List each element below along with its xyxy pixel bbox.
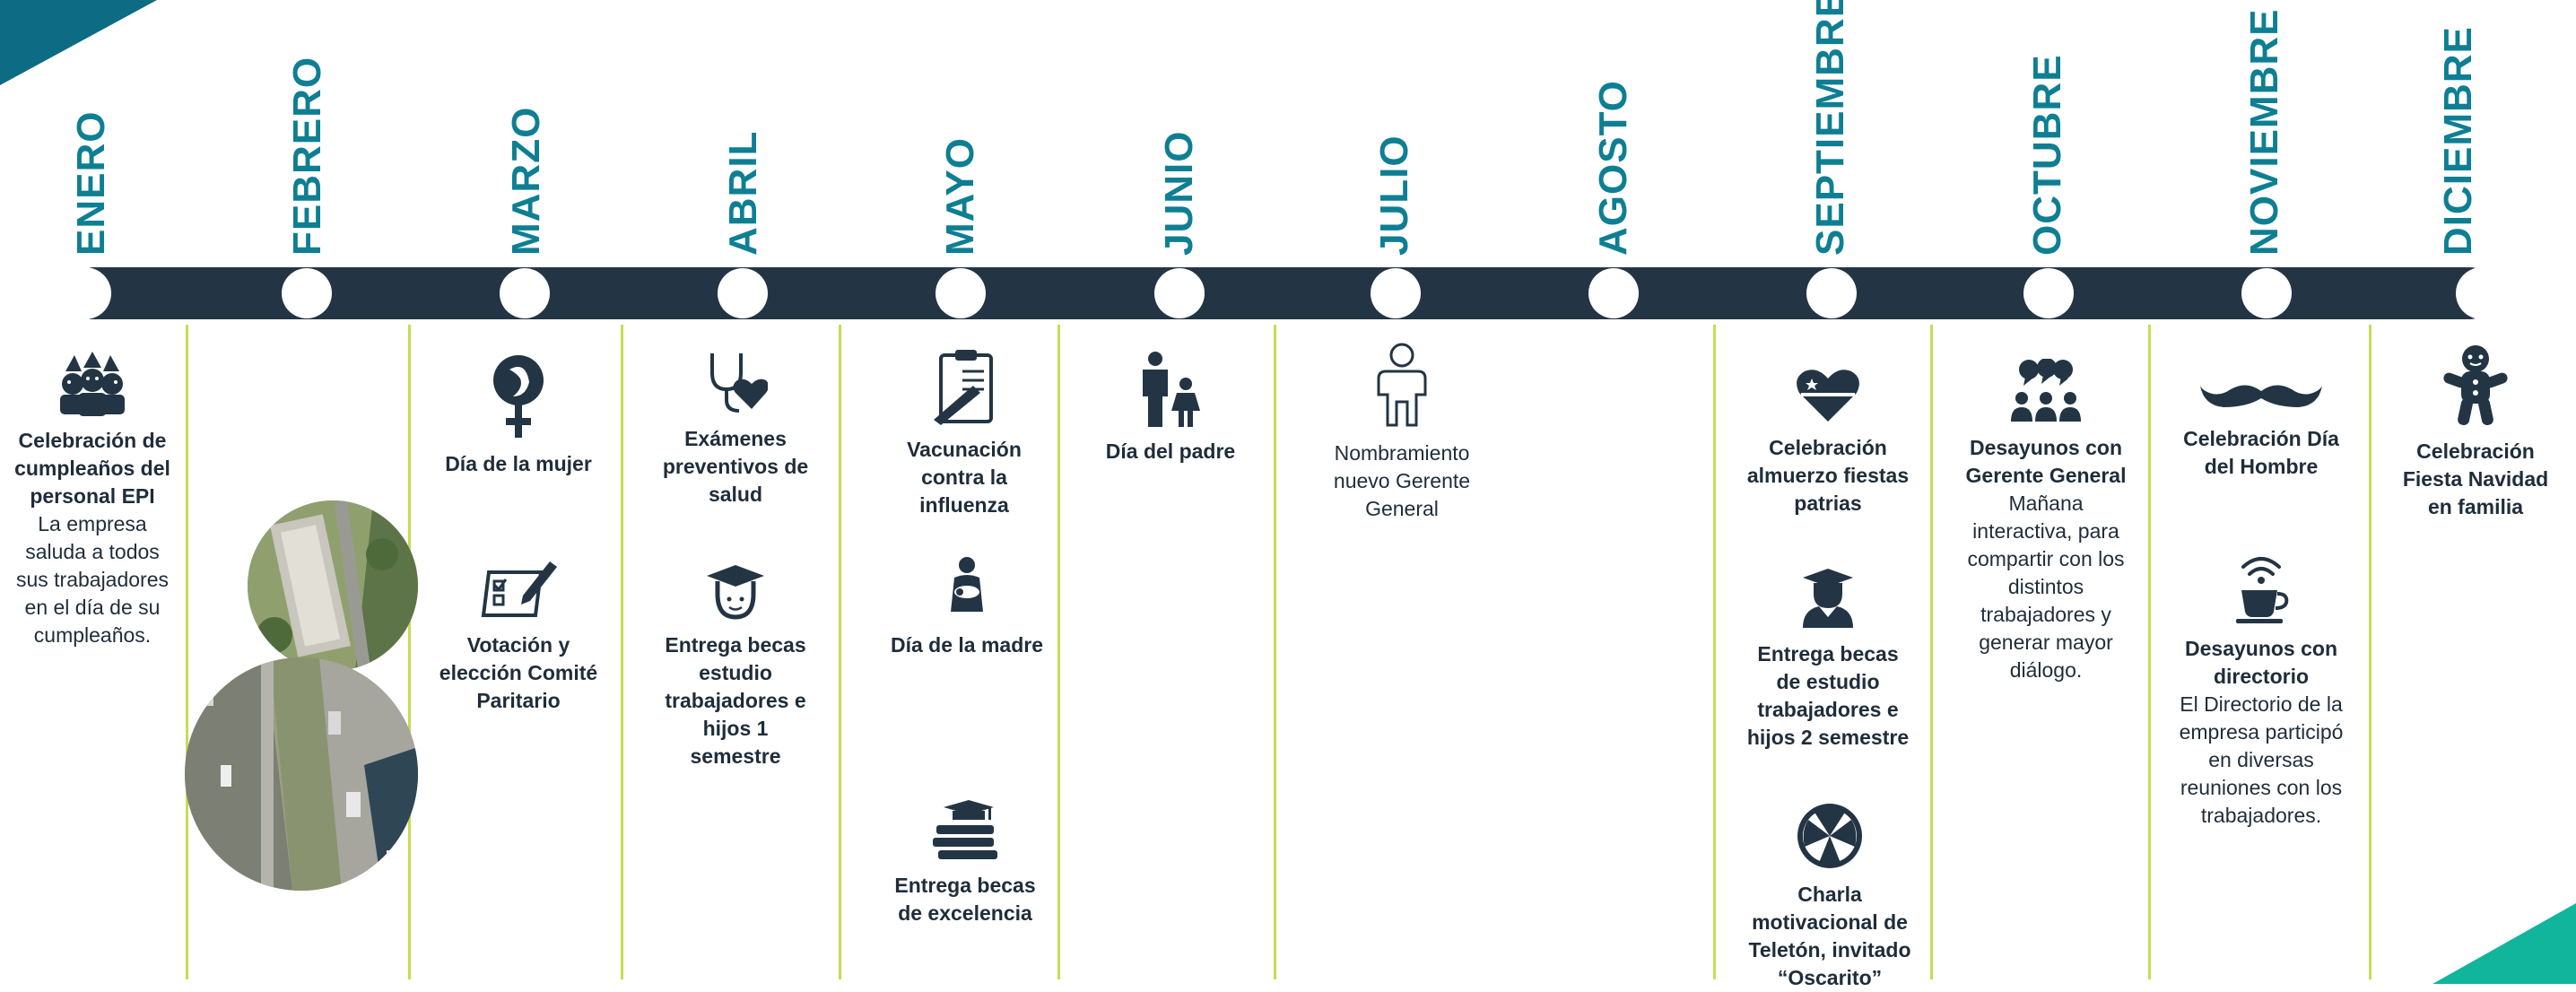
event-title: Entrega becas estudio trabajadores e hij… bbox=[665, 633, 806, 768]
column-separator bbox=[2369, 325, 2371, 979]
column-separator bbox=[621, 325, 623, 979]
event-description: El Directorio de la empresa participó en… bbox=[2179, 692, 2344, 827]
person-outline-icon bbox=[1377, 343, 1427, 427]
graduate-icon bbox=[1803, 569, 1853, 628]
people-speech-icon bbox=[2011, 359, 2081, 422]
event-octubre-desayunos-gerente: Desayunos con Gerente General Mañana int… bbox=[1956, 359, 2136, 684]
timeline-dot-septiembre bbox=[1806, 268, 1857, 318]
corner-decoration-top bbox=[0, 0, 157, 85]
month-diciembre: DICIEMBRE bbox=[2436, 26, 2480, 256]
month-octubre: OCTUBRE bbox=[2025, 54, 2069, 256]
teleton-logo-icon bbox=[1797, 804, 1862, 868]
timeline-dot-junio bbox=[1154, 268, 1205, 318]
event-title: Vacunación contra la influenza bbox=[907, 438, 1022, 517]
event-description: Mañana interactiva, para compartir con l… bbox=[1967, 492, 2125, 682]
gingerbread-icon bbox=[2443, 345, 2508, 426]
vaccine-clipboard-icon bbox=[934, 350, 993, 425]
event-noviembre-desayunos-directorio: Desayunos con directorio El Directorio d… bbox=[2171, 551, 2351, 830]
event-diciembre-navidad: Celebración Fiesta Navidad en familia bbox=[2395, 344, 2556, 521]
chile-heart-icon bbox=[1797, 370, 1859, 422]
ballot-pencil-icon bbox=[481, 561, 557, 617]
event-title: Celebración Fiesta Navidad en familia bbox=[2402, 439, 2549, 518]
column-separator bbox=[839, 325, 841, 979]
event-title: Día de la madre bbox=[890, 633, 1044, 657]
timeline-dot-febrero bbox=[282, 268, 332, 318]
timeline-notch-right bbox=[2456, 267, 2508, 319]
event-enero: Celebración de cumpleaños del personal E… bbox=[7, 352, 178, 649]
column-separator bbox=[1057, 325, 1060, 979]
event-title: Desayunos con directorio bbox=[2185, 637, 2337, 688]
timeline-dot-marzo bbox=[500, 268, 550, 318]
event-title: Entrega becas de estudio trabajadores e … bbox=[1746, 642, 1910, 749]
coffee-wifi-icon bbox=[2236, 557, 2289, 623]
column-separator bbox=[408, 325, 411, 979]
timeline-dot-agosto bbox=[1588, 268, 1639, 318]
month-julio: JULIO bbox=[1372, 135, 1416, 256]
mother-baby-icon bbox=[951, 557, 983, 612]
month-septiembre: SEPTIEMBRE bbox=[1808, 0, 1852, 256]
timeline-band bbox=[90, 267, 2467, 319]
month-noviembre: NOVIEMBRE bbox=[2242, 8, 2286, 256]
party-hats-icon bbox=[60, 352, 125, 416]
timeline-dot-abril bbox=[718, 268, 768, 318]
event-title: Día de la mujer bbox=[445, 452, 592, 475]
month-agosto: AGOSTO bbox=[1591, 80, 1635, 256]
event-mayo-vacunacion: Vacunación contra la influenza bbox=[879, 350, 1049, 519]
column-separator bbox=[186, 325, 188, 979]
event-marzo-comite-paritario: Votación y elección Comité Paritario bbox=[433, 556, 604, 715]
month-abril: ABRIL bbox=[721, 130, 765, 256]
event-title: Exámenes preventivos de salud bbox=[662, 427, 809, 506]
month-mayo: MAYO bbox=[938, 137, 982, 256]
event-septiembre-fiestas-patrias: Celebración almuerzo fiestas patrias bbox=[1743, 366, 1913, 518]
month-enero: ENERO bbox=[69, 110, 113, 256]
event-septiembre-becas: Entrega becas de estudio trabajadores e … bbox=[1743, 567, 1913, 752]
column-separator bbox=[1713, 325, 1716, 979]
event-title: Desayunos con Gerente General bbox=[1965, 436, 2127, 487]
event-title: Nombramiento nuevo Gerente General bbox=[1333, 441, 1471, 520]
aerial-photo-bottom bbox=[185, 657, 418, 891]
month-junio: JUNIO bbox=[1157, 130, 1201, 256]
month-febrero: FEBRERO bbox=[285, 56, 329, 256]
event-title: Celebración de cumpleaños del personal E… bbox=[14, 429, 170, 508]
books-cap-icon bbox=[933, 800, 997, 859]
event-title: Entrega becas de excelencia bbox=[894, 874, 1036, 925]
corner-decoration-bottom bbox=[2432, 903, 2576, 984]
timeline-notch-left bbox=[59, 267, 111, 319]
stethoscope-heart-icon bbox=[710, 353, 768, 413]
event-marzo-dia-mujer: Día de la mujer bbox=[433, 352, 604, 478]
event-septiembre-teleton: Charla motivacional de Teletón, invitado… bbox=[1740, 802, 1919, 992]
event-title: Celebración almuerzo fiestas patrias bbox=[1746, 436, 1910, 515]
event-title: Día del padre bbox=[1105, 439, 1236, 463]
mustache-icon bbox=[2200, 385, 2322, 407]
timeline-dot-julio bbox=[1371, 268, 1421, 318]
timeline-dot-mayo bbox=[936, 268, 986, 318]
event-julio-gerente: Nombramiento nuevo Gerente General bbox=[1317, 343, 1487, 523]
column-separator bbox=[1274, 325, 1276, 979]
event-title: Charla motivacional de Teletón, invitado… bbox=[1748, 883, 1911, 989]
event-noviembre-dia-hombre: Celebración Día del Hombre bbox=[2171, 379, 2351, 481]
event-abril-examenes: Exámenes preventivos de salud bbox=[650, 350, 821, 509]
event-abril-becas: Entrega becas estudio trabajadores e hij… bbox=[655, 563, 816, 770]
column-separator bbox=[1930, 325, 1933, 979]
month-marzo: MARZO bbox=[504, 106, 548, 256]
graduate-icon bbox=[707, 565, 764, 620]
timeline-dot-noviembre bbox=[2241, 268, 2292, 318]
female-symbol-icon bbox=[493, 355, 544, 438]
aerial-photo-top bbox=[248, 500, 418, 671]
event-title: Votación y elección Comité Paritario bbox=[439, 633, 598, 712]
timeline-dot-octubre bbox=[2023, 268, 2074, 318]
event-mayo-dia-madre: Día de la madre bbox=[882, 556, 1052, 659]
event-mayo-becas-excelencia: Entrega becas de excelencia bbox=[880, 796, 1050, 927]
father-child-icon bbox=[1143, 352, 1200, 427]
event-description: La empresa saluda a todos sus trabajador… bbox=[15, 512, 170, 647]
event-junio-dia-padre: Día del padre bbox=[1085, 352, 1256, 466]
event-title: Celebración Día del Hombre bbox=[2183, 427, 2339, 478]
column-separator bbox=[2148, 325, 2151, 979]
